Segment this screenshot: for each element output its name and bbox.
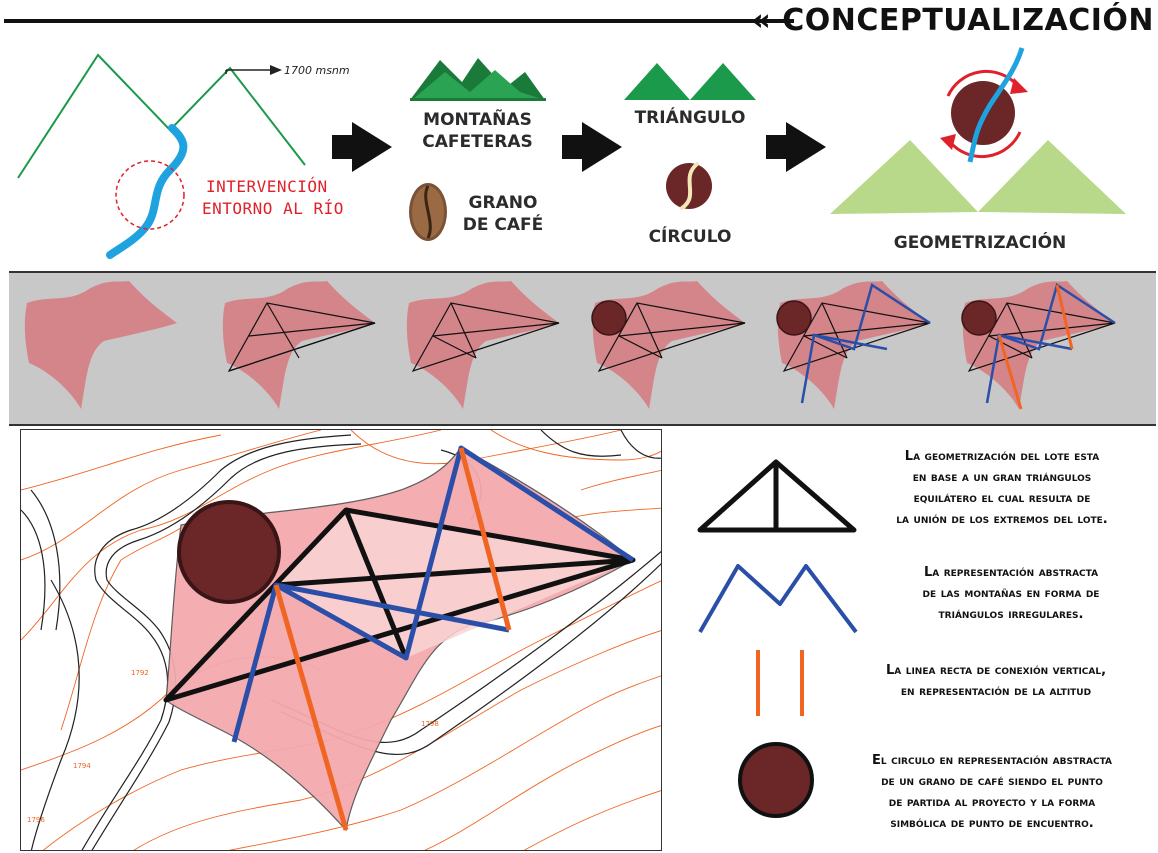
- legend-mountains-icon: [698, 564, 858, 634]
- lot-evolution-diagram: [24, 281, 1116, 410]
- legend-circle-text: El circulo en representación abstracta d…: [871, 753, 1113, 831]
- mountain-outline: [169, 66, 306, 166]
- contour-label: 1794: [73, 762, 91, 770]
- legend-triangle-icon: [697, 459, 857, 533]
- mountain-outline: [17, 53, 171, 179]
- mountains-label-1: MONTAÑAS: [423, 110, 532, 130]
- header-rule: [4, 19, 794, 23]
- concept-diagram: [17, 47, 1126, 259]
- intervention-circle: [115, 160, 185, 230]
- site-map: 1792 1794 1796 1798: [20, 429, 662, 851]
- intervention-label-2: ENTORNO AL RÍO: [202, 199, 344, 218]
- legend-circle-icon: [738, 742, 814, 818]
- page-title: « CONCEPTUALIZACIÓN: [751, 3, 1154, 38]
- legend-icons: [697, 459, 858, 818]
- flow-arrow-icon: [332, 122, 392, 172]
- lot-stage-5: [776, 281, 931, 409]
- contour-label: 1796: [27, 816, 45, 824]
- legend-triangle-text: La geometrización del lote esta en base …: [896, 449, 1108, 527]
- legend-mountains-text: La representación abstracta de las monta…: [922, 565, 1100, 622]
- main-triangle: [163, 507, 636, 703]
- coffee-bean-icon: [409, 183, 447, 241]
- contour-label: 1792: [131, 669, 149, 677]
- altitude-lines: [273, 447, 512, 831]
- legend-vertical-text: La linea recta de conexión vertical, en …: [885, 663, 1107, 699]
- arrow-head-icon: [270, 65, 282, 75]
- altitude-label: 1700 msnm: [284, 64, 350, 77]
- flow-arrow-icon: [766, 122, 826, 172]
- lot-stage-4: [591, 281, 746, 409]
- circle-label: CÍRCULO: [648, 227, 732, 247]
- contour-label: 1798: [421, 720, 439, 728]
- mountains-label-2: CAFETERAS: [422, 132, 533, 152]
- triangle-icon: [624, 63, 690, 100]
- bean-label-1: GRANO: [468, 193, 538, 213]
- river-line: [967, 47, 1025, 163]
- mountains-icon: [410, 58, 546, 101]
- lot-stage-6: [961, 281, 1116, 410]
- mountain-lines: [231, 445, 635, 743]
- geometrization-triangle: [978, 140, 1126, 214]
- site-plan-diagram: 1792 1794 1796 1798: [21, 430, 661, 850]
- geometrization-triangle: [830, 140, 978, 214]
- triangle-label: TRIÁNGULO: [634, 108, 746, 128]
- lot-stage-3: [406, 281, 560, 409]
- river-line: [106, 124, 188, 259]
- geometrization-label: GEOMETRIZACIÓN: [893, 233, 1067, 253]
- coffee-circle: [177, 500, 281, 604]
- intervention-label-1: INTERVENCIÓN: [206, 177, 328, 196]
- triangle-icon: [690, 63, 756, 100]
- lot-evolution-band: [9, 271, 1156, 426]
- lot-stage-1: [24, 281, 178, 409]
- flow-arrow-icon: [562, 122, 622, 172]
- rotation-arrow-icon: [946, 69, 1020, 97]
- bean-label-2: DE CAFÉ: [462, 215, 544, 235]
- lot-stage-2: [222, 281, 376, 409]
- rotation-arrow-icon: [948, 131, 1022, 159]
